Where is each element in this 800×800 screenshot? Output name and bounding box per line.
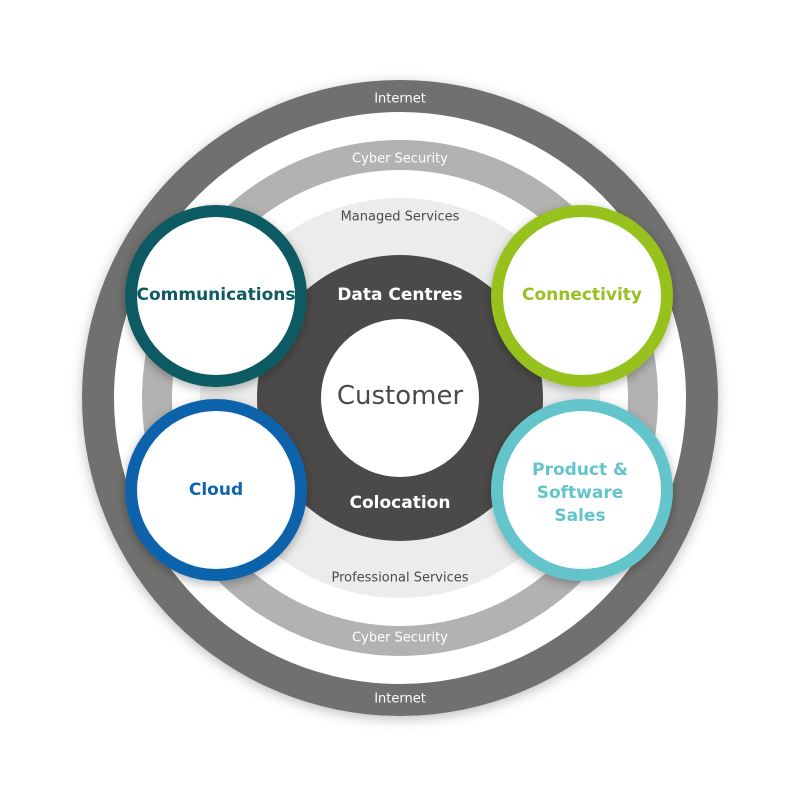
communications-circle [125, 205, 307, 387]
cloud-label: Cloud [189, 480, 243, 500]
cloud-node: Cloud [125, 399, 307, 581]
colocation-label: Colocation [350, 493, 451, 513]
internet-label-bottom: Internet [374, 692, 426, 707]
cyber-security-label-top: Cyber Security [352, 152, 448, 167]
connectivity-label: Connectivity [522, 285, 642, 305]
product-sales-circle [491, 399, 673, 581]
product-sales-label-line-1: Product & [532, 460, 628, 480]
communications-node: Communications [125, 205, 307, 387]
data-centres-label: Data Centres [337, 285, 462, 305]
customer-circle [321, 319, 479, 477]
product-sales-label-line-2: Software [537, 483, 624, 503]
connectivity-circle [491, 205, 673, 387]
professional-services-label: Professional Services [331, 571, 468, 586]
cloud-circle [125, 399, 307, 581]
product-sales-node: Product & Software Sales [491, 399, 673, 581]
internet-label-top: Internet [374, 92, 426, 107]
connectivity-node: Connectivity [491, 205, 673, 387]
customer-label: Customer [337, 381, 464, 411]
communications-label: Communications [136, 285, 295, 305]
product-sales-label-line-3: Sales [554, 506, 605, 526]
cyber-security-label-bottom: Cyber Security [352, 631, 448, 646]
managed-services-label: Managed Services [341, 210, 460, 225]
